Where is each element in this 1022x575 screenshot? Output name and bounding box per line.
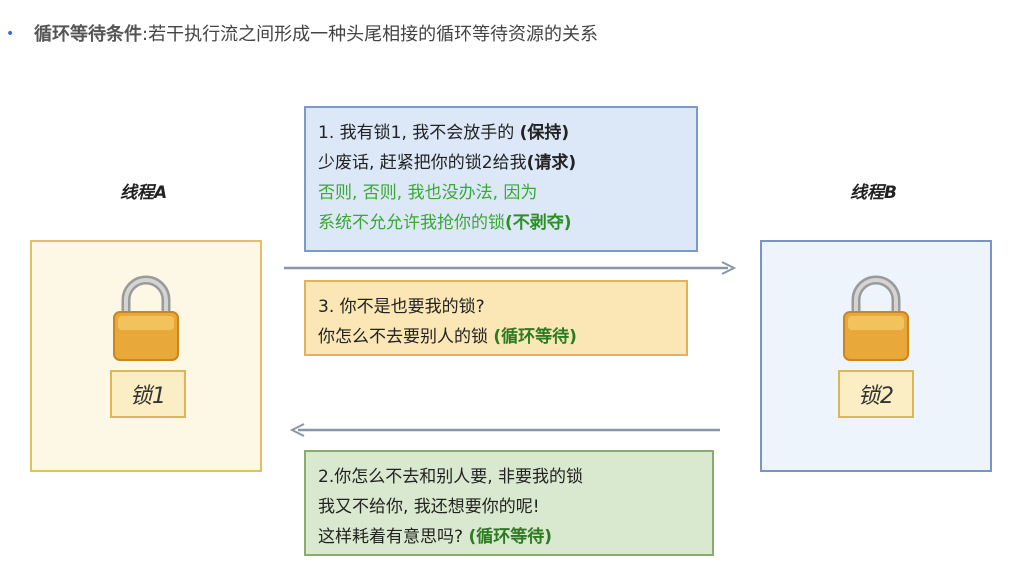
- thread-a-label: 线程A: [120, 183, 168, 203]
- bullet-icon: •: [6, 26, 15, 42]
- message-1-line-1: 1. 我有锁1, 我不会放手的: [318, 123, 520, 143]
- lock-icon: [843, 275, 909, 361]
- message-3-box: 3. 你不是也要我的锁? 你怎么不去要别人的锁 (循环等待): [304, 280, 688, 356]
- message-3-line-1: 3. 你不是也要我的锁?: [318, 297, 485, 317]
- lock-2-label: 锁2: [838, 370, 914, 418]
- condition-description: :若干执行流之间形成一种头尾相接的循环等待资源的关系: [142, 24, 599, 45]
- message-3-line-2: 你怎么不去要别人的锁: [318, 327, 494, 347]
- message-2-line-1: 2.你怎么不去和别人要, 非要我的锁: [318, 467, 584, 487]
- condition-term: 循环等待条件: [34, 24, 142, 45]
- message-1-line-3: 否则, 否则, 我也没办法, 因为: [318, 183, 538, 203]
- message-1-tag-request: (请求): [526, 153, 577, 173]
- thread-b-label: 线程B: [850, 183, 897, 203]
- message-2-line-3: 这样耗着有意思吗?: [318, 527, 469, 547]
- message-2-tag-circular-wait: (循环等待): [468, 527, 552, 547]
- thread-b-box: 锁2: [760, 240, 992, 472]
- message-1-line-4: 系统不允允许我抢你的锁: [318, 213, 505, 233]
- lock-icon: [113, 275, 179, 361]
- lock-1-label: 锁1: [110, 370, 186, 418]
- message-2-line-2: 我又不给你, 我还想要你的呢!: [318, 497, 540, 517]
- message-1-box: 1. 我有锁1, 我不会放手的 (保持) 少废话, 赶紧把你的锁2给我(请求) …: [304, 106, 698, 252]
- message-1-tag-no-preempt: (不剥夺): [505, 213, 572, 233]
- message-1-line-2: 少废话, 赶紧把你的锁2给我: [318, 153, 527, 173]
- arrow-b-to-a: [289, 423, 720, 437]
- message-2-box: 2.你怎么不去和别人要, 非要我的锁 我又不给你, 我还想要你的呢! 这样耗着有…: [304, 450, 714, 556]
- message-3-tag-circular-wait: (循环等待): [493, 327, 577, 347]
- message-1-tag-hold: (保持): [519, 123, 570, 143]
- thread-a-box: 锁1: [30, 240, 262, 472]
- arrow-a-to-b: [284, 261, 737, 275]
- heading-row: • 循环等待条件:若干执行流之间形成一种头尾相接的循环等待资源的关系: [6, 20, 598, 46]
